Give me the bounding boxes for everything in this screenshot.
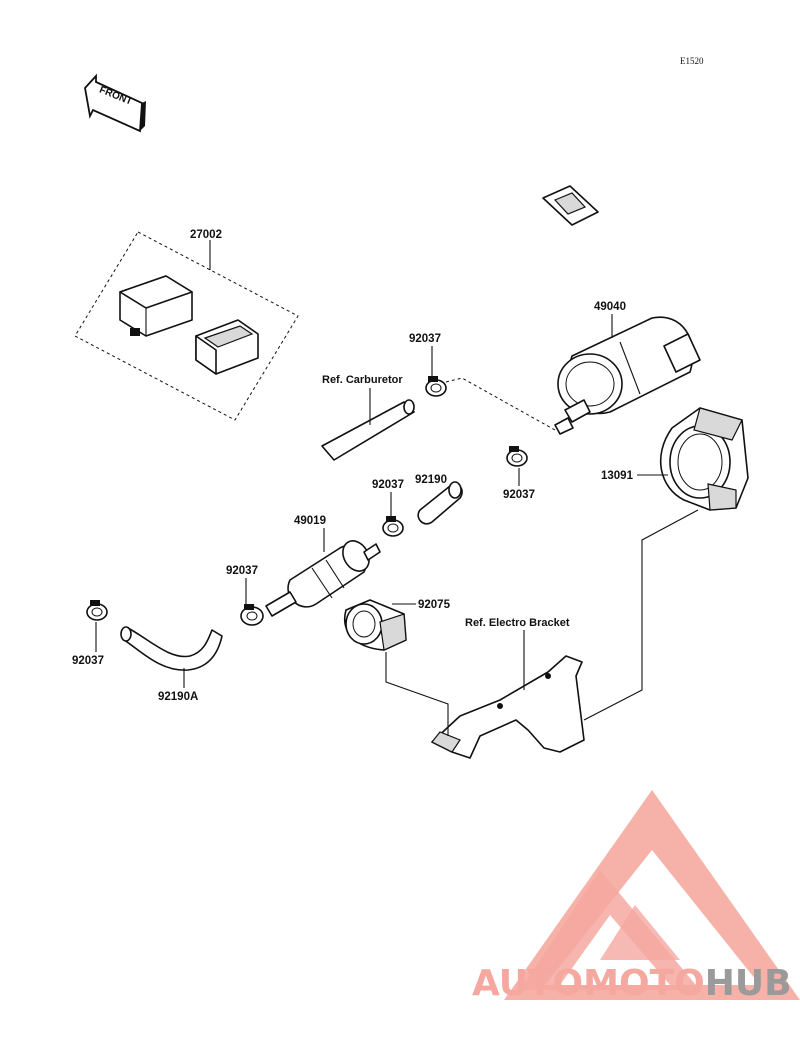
clamp-left-92037 bbox=[86, 600, 108, 621]
pump-bracket-13091 bbox=[659, 407, 749, 511]
watermark-text-hub: HUB bbox=[705, 963, 792, 1004]
fuel-pump-49040 bbox=[542, 185, 704, 435]
damper-92075 bbox=[344, 599, 407, 651]
electro-bracket bbox=[431, 655, 585, 759]
front-arrow-icon: FRONT bbox=[84, 73, 146, 133]
label-92037-left: 92037 bbox=[72, 655, 104, 667]
watermark-text: AUTOMOTOHUB bbox=[472, 963, 792, 1004]
label-92037-right: 92037 bbox=[503, 489, 535, 501]
ref-electro-bracket-label: Ref. Electro Bracket bbox=[465, 617, 570, 629]
clamp-right-92037 bbox=[506, 446, 528, 467]
label-13091: 13091 bbox=[601, 470, 634, 482]
watermark-logo: AUTOMOTOHUB bbox=[472, 790, 800, 1004]
watermark-text-automoto: AUTOMOTO bbox=[472, 963, 705, 1004]
clamp-top-92037 bbox=[425, 376, 447, 397]
label-92190a: 92190A bbox=[158, 691, 198, 703]
label-49040: 49040 bbox=[594, 301, 626, 313]
clamp-filter-92037 bbox=[240, 604, 264, 626]
hose-92190 bbox=[417, 481, 463, 525]
relay-connector-icon bbox=[195, 319, 259, 375]
label-92037-top: 92037 bbox=[409, 333, 441, 345]
label-92037-filter: 92037 bbox=[226, 565, 258, 577]
label-92190: 92190 bbox=[415, 474, 447, 486]
relay-icon bbox=[119, 275, 193, 337]
diagram-code: E1520 bbox=[680, 56, 704, 66]
label-27002: 27002 bbox=[190, 229, 222, 241]
carburetor-hose bbox=[321, 399, 415, 461]
hose-bent-92190a bbox=[120, 626, 223, 671]
fuel-filter-49019 bbox=[265, 540, 381, 617]
label-92075: 92075 bbox=[418, 599, 451, 611]
label-92037-mid: 92037 bbox=[372, 479, 404, 491]
clamp-mid-92037 bbox=[382, 516, 404, 537]
relay-kit-27002 bbox=[74, 231, 299, 421]
label-49019: 49019 bbox=[294, 515, 326, 527]
ref-carburetor-label: Ref. Carburetor bbox=[322, 374, 403, 386]
